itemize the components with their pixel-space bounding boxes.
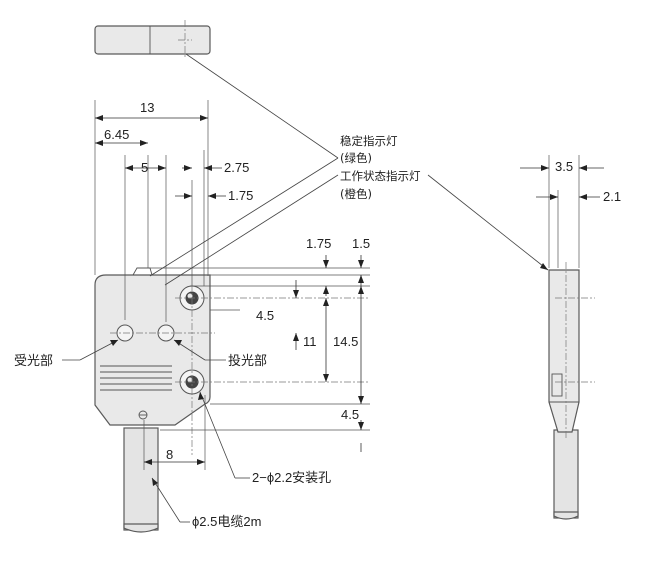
operation-indicator-color: (橙色) [340,187,372,201]
dimension-texts: 13 6.45 5 2.75 1.75 1.75 1.5 4.5 11 14.5… [104,100,621,462]
receiver-label: 受光部 [14,353,53,368]
dim-11: 11 [303,334,317,349]
dim-2-75: 2.75 [224,160,249,175]
dimension-lines [95,115,604,465]
mounting-holes-label: 2−ϕ2.2安装孔 [252,470,331,485]
operation-indicator-label: 工作状态指示灯 [340,169,421,183]
extension-lines [94,100,580,470]
dim-6-45: 6.45 [104,127,129,142]
dim-8: 8 [166,447,173,462]
dim-3-5: 3.5 [555,159,573,174]
dim-2-1: 2.1 [603,189,621,204]
stable-indicator-label: 稳定指示灯 [340,134,398,148]
dim-14-5: 14.5 [333,334,358,349]
dim-13: 13 [140,100,154,115]
dim-1-75-h: 1.75 [228,188,253,203]
dim-5: 5 [141,160,148,175]
dim-1-5: 1.5 [352,236,370,251]
top-view [94,20,211,58]
callout-texts: 稳定指示灯 (绿色) 工作状态指示灯 (橙色) 受光部 投光部 2−ϕ2.2安装… [14,134,421,529]
cable-label: ϕ2.5电缆2m [192,514,261,529]
side-view [548,262,595,520]
stable-indicator-color: (绿色) [340,151,372,165]
dim-4-5-top: 4.5 [256,308,274,323]
dim-4-5-bottom: 4.5 [341,407,359,422]
emitter-label: 投光部 [228,353,267,368]
dim-1-75-v: 1.75 [306,236,331,251]
leader-lines [62,53,549,523]
front-view [94,267,211,533]
